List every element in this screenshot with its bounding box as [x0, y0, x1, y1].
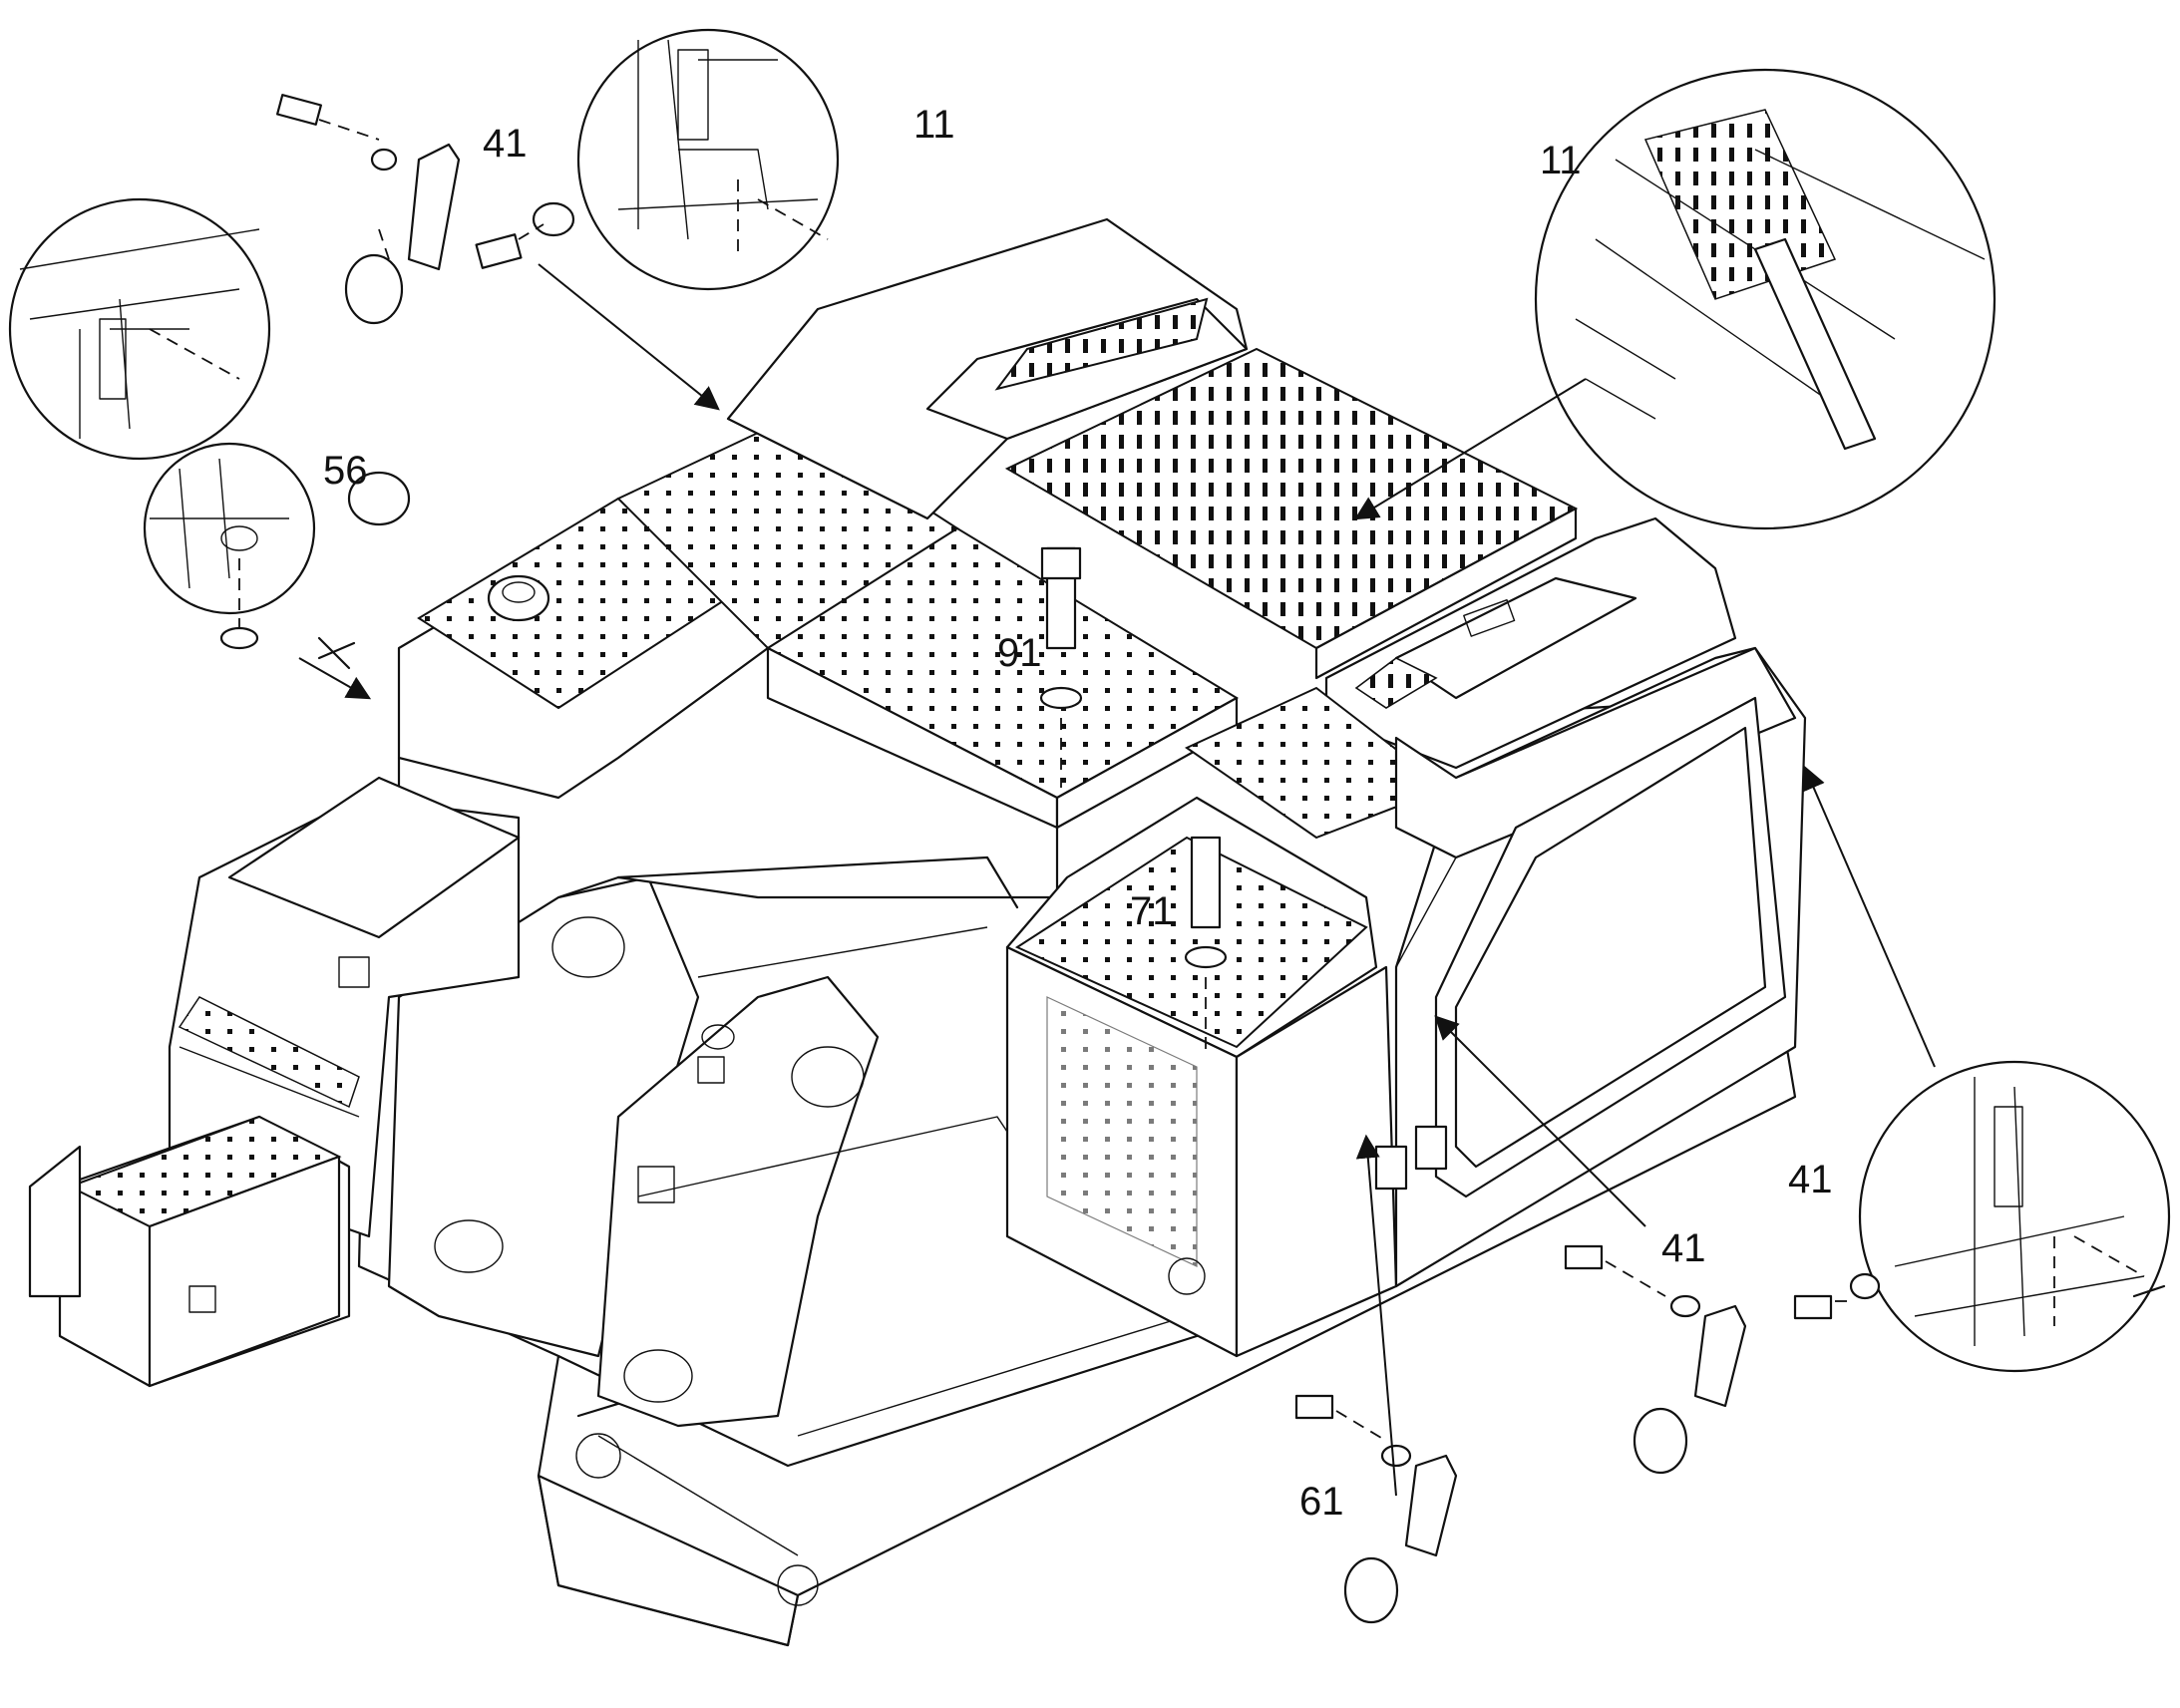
callout-71: 71: [1130, 889, 1175, 933]
callout-61: 61: [1299, 1480, 1344, 1524]
callout-11-strut: 11: [1540, 139, 1582, 182]
callout-41-bottom-right: 41: [1661, 1226, 1706, 1270]
detail-view-left-hinge: [8, 197, 271, 461]
machine-frame: [28, 217, 1807, 1647]
callout-56: 56: [323, 449, 368, 493]
callout-labels: 41 11 11 56 91 71 41 41 61: [323, 103, 1833, 1524]
hardware-group-center: [1039, 546, 1228, 1057]
callout-11-hood: 11: [913, 103, 955, 147]
callout-91: 91: [997, 631, 1042, 675]
detail-view-pin: [143, 442, 356, 670]
leader-lines: [298, 263, 1936, 1497]
callout-41-top-left: 41: [483, 122, 528, 166]
detail-view-right-hinge: [1858, 1060, 2171, 1373]
detail-view-gas-strut: [1534, 68, 1997, 530]
hardware-group-bottom: [1294, 1244, 2166, 1624]
hardware-group-top-left: [275, 94, 575, 526]
callout-41-right: 41: [1788, 1158, 1833, 1201]
detail-view-top-hinge: [576, 28, 840, 291]
